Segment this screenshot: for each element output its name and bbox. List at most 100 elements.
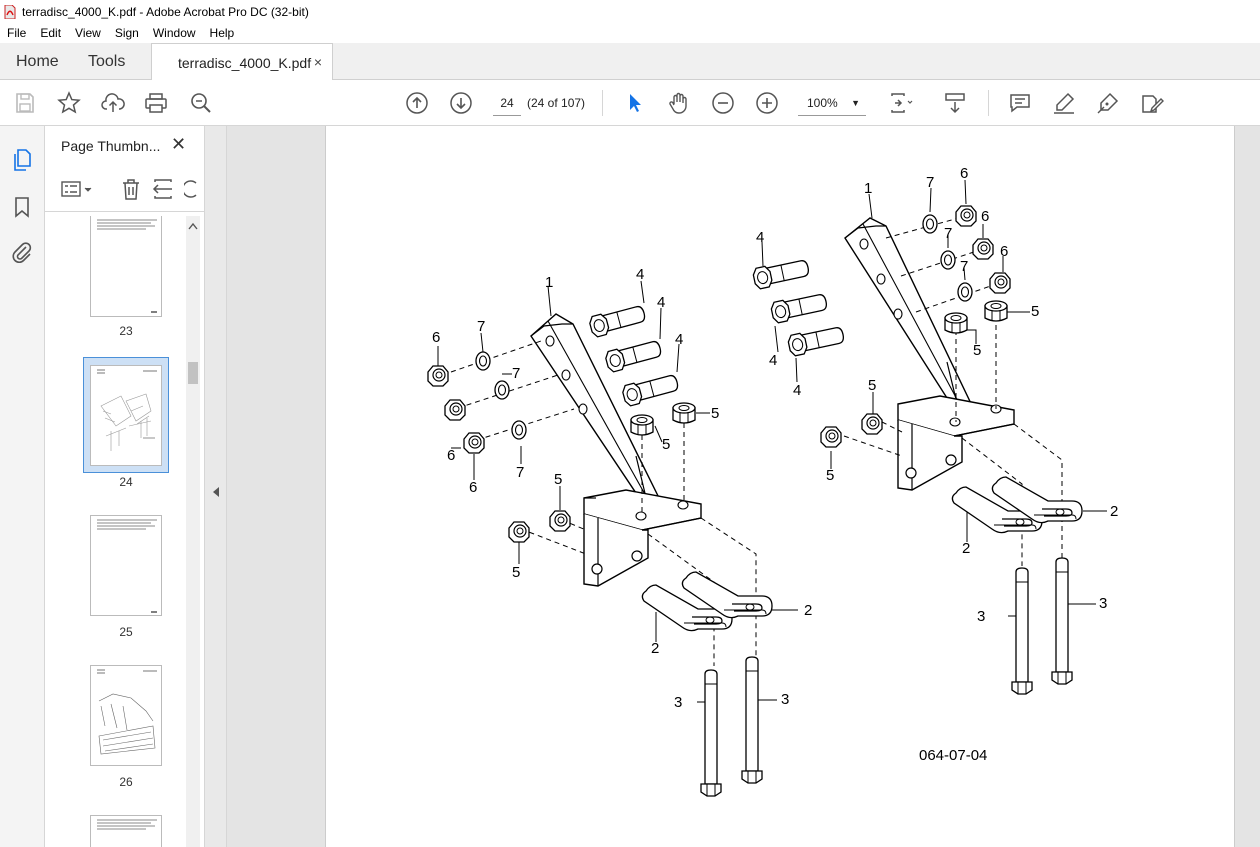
thumbnail-preview — [97, 669, 157, 755]
highlight-pen-icon[interactable] — [1051, 90, 1077, 116]
thumbnail-preview — [97, 219, 157, 313]
page-thumbnail[interactable] — [90, 515, 162, 616]
bookmark-star-icon[interactable] — [56, 90, 82, 116]
drawing-part-number: 064-07-04 — [919, 747, 987, 764]
thumbnail-scrollbar[interactable] — [186, 216, 200, 847]
tab-close-button[interactable]: × — [313, 54, 322, 70]
page-thumbnail-selected[interactable] — [90, 365, 162, 466]
left-assembly: 1 4 4 4 6 7 7 6 7 6 5 5 5 5 2 2 3 3 — [427, 266, 812, 797]
thumbnail-preview — [97, 369, 157, 451]
callout-label: 3 — [977, 608, 985, 625]
print-icon[interactable] — [143, 90, 169, 116]
attachments-icon[interactable] — [9, 239, 35, 265]
panel-collapse-handle[interactable] — [205, 126, 227, 847]
delete-trash-icon[interactable] — [120, 178, 142, 200]
panel-title: Page Thumbn... — [61, 138, 161, 154]
right-assembly: 1 7 6 6 6 7 7 4 4 4 5 5 5 5 2 2 3 3 — [751, 165, 1118, 695]
page-fit-icon[interactable] — [888, 90, 914, 116]
callout-label: 2 — [1110, 503, 1118, 520]
save-icon[interactable] — [12, 90, 38, 116]
menu-sign[interactable]: Sign — [114, 26, 139, 40]
menu-file[interactable]: File — [7, 26, 27, 40]
callout-label: 2 — [962, 540, 970, 557]
zoom-out-icon[interactable] — [710, 90, 736, 116]
zoom-search-icon[interactable] — [188, 90, 214, 116]
fill-sign-icon[interactable] — [1139, 90, 1165, 116]
callout-label: 5 — [554, 471, 562, 488]
callout-label: 4 — [793, 382, 801, 399]
callout-label: 4 — [636, 266, 644, 283]
callout-label: 1 — [864, 180, 872, 197]
select-cursor-icon[interactable] — [622, 90, 648, 116]
callout-label: 5 — [868, 377, 876, 394]
menu-view[interactable]: View — [75, 26, 101, 40]
panel-toolbar — [45, 166, 205, 212]
tab-tools[interactable]: Tools — [88, 52, 126, 70]
main-toolbar — [0, 80, 1260, 126]
previous-page-icon[interactable] — [404, 90, 430, 116]
options-menu-icon[interactable] — [61, 180, 95, 198]
tab-document-label: terradisc_4000_K.pdf — [178, 54, 312, 71]
menu-help[interactable]: Help — [209, 26, 235, 40]
callout-label: 3 — [781, 691, 789, 708]
scrollbar-thumb[interactable] — [188, 362, 198, 384]
left-navigation-rail — [0, 126, 45, 847]
callout-label: 2 — [651, 640, 659, 657]
title-bar: terradisc_4000_K.pdf - Adobe Acrobat Pro… — [0, 0, 1260, 23]
page-thumbnail[interactable] — [90, 665, 162, 766]
callout-label: 5 — [826, 467, 834, 484]
menu-window[interactable]: Window — [152, 26, 196, 40]
callout-label: 3 — [1099, 595, 1107, 612]
scroll-mode-icon[interactable] — [942, 90, 968, 116]
callout-label: 6 — [981, 208, 989, 225]
callout-label: 1 — [545, 274, 553, 291]
window-title: terradisc_4000_K.pdf - Adobe Acrobat Pro… — [22, 4, 309, 19]
callout-label: 6 — [432, 329, 440, 346]
thumbnail-label: 24 — [119, 475, 133, 489]
panel-close-button[interactable]: ✕ — [171, 134, 187, 154]
page-count-label: (24 of 107) — [527, 96, 586, 110]
bookmarks-icon[interactable] — [9, 194, 35, 220]
extract-pages-icon[interactable] — [152, 178, 174, 200]
chevron-down-icon: ▼ — [851, 98, 860, 108]
callout-label: 4 — [769, 352, 777, 369]
upload-cloud-icon[interactable] — [100, 90, 126, 116]
callout-label: 7 — [512, 365, 520, 382]
zoom-level-value: 100% — [807, 96, 838, 110]
thumbnail-preview — [97, 519, 157, 613]
draw-sign-icon[interactable] — [1095, 90, 1121, 116]
callout-label: 5 — [1031, 303, 1039, 320]
callout-label: 6 — [447, 447, 455, 464]
page-thumbnail[interactable] — [90, 815, 162, 847]
exploded-parts-drawing: 1 4 4 4 6 7 7 6 7 6 5 5 5 5 2 2 3 3 — [427, 165, 1118, 797]
tab-document[interactable]: terradisc_4000_K.pdf × — [151, 43, 333, 81]
callout-label: 6 — [1000, 243, 1008, 260]
callout-label: 7 — [960, 258, 968, 275]
page-thumbnail[interactable] — [90, 216, 162, 317]
zoom-level-select[interactable]: 100% ▼ — [798, 90, 866, 116]
page-number-input[interactable]: 24 — [493, 90, 521, 116]
callout-label: 5 — [973, 342, 981, 359]
toolbar-divider — [988, 90, 989, 116]
menu-edit[interactable]: Edit — [40, 26, 62, 40]
rotate-icon[interactable] — [184, 178, 198, 200]
hand-tool-icon[interactable] — [666, 90, 692, 116]
next-page-icon[interactable] — [448, 90, 474, 116]
callout-label: 7 — [516, 464, 524, 481]
pdf-page[interactable]: 1 4 4 4 6 7 7 6 7 6 5 5 5 5 2 2 3 3 — [325, 126, 1235, 847]
thumbnail-label: 23 — [119, 324, 133, 338]
zoom-in-icon[interactable] — [754, 90, 780, 116]
callout-label: 6 — [960, 165, 968, 182]
page-thumbnails-icon[interactable] — [9, 147, 35, 173]
scroll-up-icon[interactable] — [188, 222, 198, 230]
collapse-arrow-icon[interactable] — [212, 486, 220, 498]
comment-icon[interactable] — [1007, 90, 1033, 116]
menu-bar: File Edit View Sign Window Help — [0, 23, 1260, 43]
acrobat-app-icon — [4, 4, 16, 19]
callout-label: 4 — [675, 331, 683, 348]
callout-label: 7 — [477, 318, 485, 335]
thumbnail-preview — [97, 819, 157, 830]
tab-home[interactable]: Home — [16, 52, 59, 70]
callout-label: 6 — [469, 479, 477, 496]
callout-label: 5 — [512, 564, 520, 581]
